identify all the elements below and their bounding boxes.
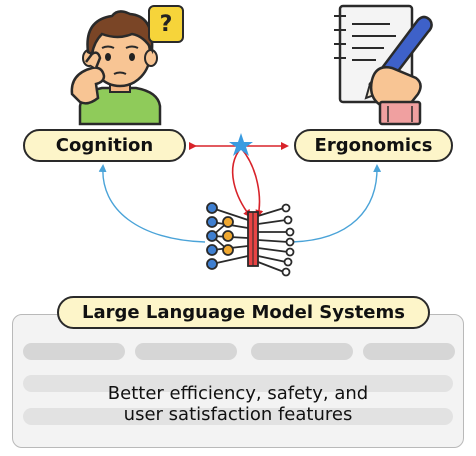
red-curve-left (231, 147, 252, 218)
placeholder-bar (363, 343, 455, 360)
ergonomics-label: Ergonomics (314, 135, 433, 156)
ergonomics-box: Ergonomics (294, 129, 453, 162)
star-icon (229, 133, 253, 156)
person-thinking-icon (70, 10, 162, 126)
placeholder-bar (23, 343, 125, 360)
blue-curve-left (98, 164, 206, 243)
neural-network-chip-icon (206, 202, 295, 277)
features-panel (12, 314, 464, 448)
features-line-1: Better efficiency, safety, and (107, 383, 369, 404)
llm-systems-box: Large Language Model Systems (57, 296, 430, 329)
question-bubble: ? (148, 5, 184, 43)
red-curve-right (240, 147, 264, 218)
features-line-2: user satisfaction features (123, 404, 353, 425)
question-mark: ? (159, 11, 173, 37)
features-text: Better efficiency, safety, and user sati… (12, 383, 464, 425)
placeholder-bar (251, 343, 353, 360)
cognition-label: Cognition (55, 135, 154, 156)
blue-curve-right (291, 164, 382, 243)
cognition-box: Cognition (23, 129, 186, 162)
hand-writing-icon (334, 4, 433, 126)
placeholder-bar (23, 375, 453, 392)
placeholder-bar (135, 343, 237, 360)
placeholder-bar (23, 408, 453, 425)
llm-systems-label: Large Language Model Systems (82, 302, 405, 323)
